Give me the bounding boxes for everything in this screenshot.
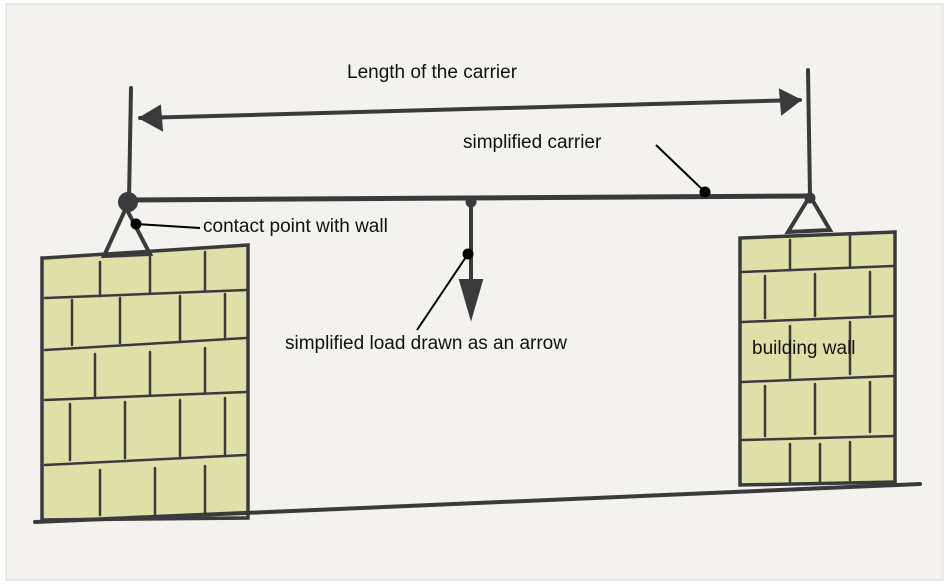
length-label: Length of the carrier [347, 62, 518, 83]
contact-point-label: contact point with wall [203, 216, 388, 237]
right-support [784, 192, 834, 235]
carrier-leader [655, 144, 711, 198]
carrier-label: simplified carrier [463, 132, 602, 153]
contact-leader [130, 218, 201, 230]
left-support [100, 192, 154, 259]
length-dimension [127, 68, 812, 202]
load-label: simplified load drawn as an arrow [285, 333, 567, 354]
load-leader [416, 248, 474, 331]
building-wall-label: building wall [752, 338, 856, 359]
ground-line [33, 482, 922, 524]
left-wall [40, 243, 250, 522]
right-wall [738, 230, 897, 487]
